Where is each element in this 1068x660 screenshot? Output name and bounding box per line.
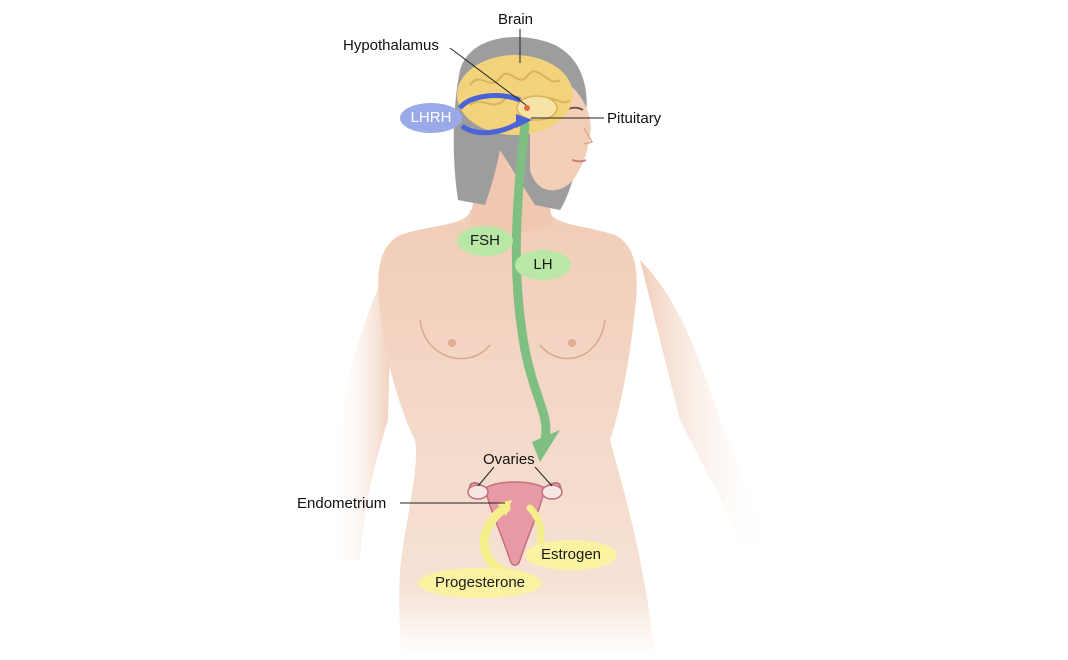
yellow-arrowhead [497, 500, 512, 516]
estrogen-badge: Estrogen [525, 540, 617, 570]
lhrh-arrowhead [516, 114, 532, 128]
left-breast [419, 319, 491, 360]
ovaries-label: Ovaries [483, 451, 535, 468]
nose [583, 127, 594, 145]
endometrium-label: Endometrium [297, 495, 387, 512]
progesterone-badge: Progesterone [418, 568, 542, 598]
right-breast [539, 319, 606, 360]
right-arm [640, 260, 770, 548]
fsh-badge: FSH [457, 226, 513, 256]
green-arrowhead [532, 430, 560, 462]
ovary-right-leader [534, 466, 553, 487]
left-arm [332, 260, 392, 560]
ovary-left-leader [477, 466, 495, 487]
brain-label: Brain [498, 11, 534, 28]
hypothalamus-label: Hypothalamus [343, 37, 439, 54]
hypothalamus-leader [449, 47, 527, 106]
lhrh-badge: LHRH [400, 103, 462, 133]
lips [571, 159, 587, 163]
green-arrow [511, 120, 551, 445]
lhrh-arrow-return [460, 119, 522, 136]
pituitary-label: Pituitary [607, 110, 662, 127]
lh-badge: LH [515, 250, 571, 280]
lhrh-arrow [458, 93, 521, 110]
